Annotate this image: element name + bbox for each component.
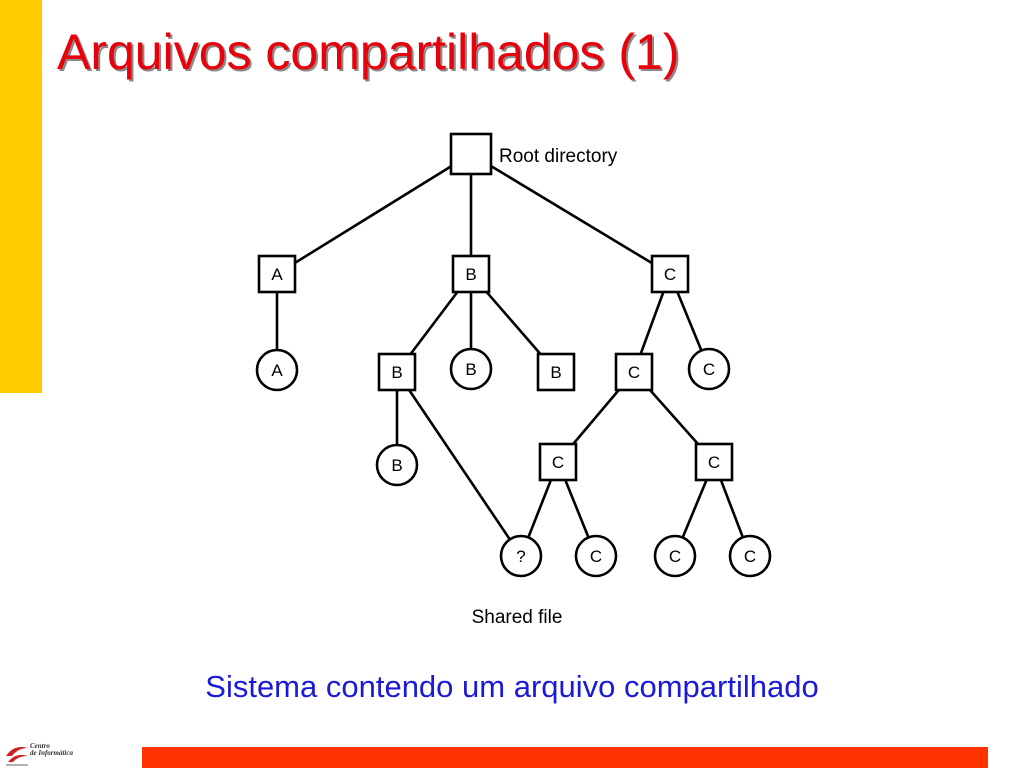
- slide-subtitle: Sistema contendo um arquivo compartilhad…: [205, 669, 819, 704]
- node-label: C: [669, 547, 681, 566]
- node-dirA: A: [257, 254, 297, 294]
- node-label: B: [391, 363, 402, 382]
- node-fileC2: C: [574, 534, 618, 578]
- node-root: [449, 132, 493, 176]
- node-dirC3: C: [538, 442, 578, 482]
- file-circle: [375, 443, 419, 487]
- file-circle: [728, 534, 772, 578]
- node-dirB: B: [451, 254, 491, 294]
- diagram-nodes: A B C A B B B C C B C C? C C C: [255, 132, 772, 578]
- file-circle: [255, 348, 299, 392]
- node-label: C: [703, 360, 715, 379]
- file-circle: [653, 534, 697, 578]
- node-dirC4: C: [694, 442, 734, 482]
- directory-box: [536, 352, 576, 392]
- directory-box: [650, 254, 690, 294]
- edge-root-dirC: [470, 152, 671, 276]
- node-label: C: [552, 453, 564, 472]
- directory-box: [377, 352, 417, 392]
- node-dirC2: C: [614, 352, 654, 392]
- node-label: A: [271, 361, 283, 380]
- root-directory-label: Root directory: [499, 146, 618, 167]
- file-circle: [499, 534, 543, 578]
- node-label: B: [391, 456, 402, 475]
- file-circle: [687, 347, 731, 391]
- node-fileB1: B: [449, 347, 493, 391]
- node-label: B: [465, 265, 476, 284]
- directory-box: [449, 132, 493, 176]
- node-label: C: [590, 547, 602, 566]
- node-dirB3: B: [536, 352, 576, 392]
- file-circle: [574, 534, 618, 578]
- directory-box: [538, 442, 578, 482]
- edge-root-dirA: [276, 152, 472, 276]
- node-label: C: [664, 265, 676, 284]
- node-label: C: [744, 547, 756, 566]
- node-fileC4: C: [728, 534, 772, 578]
- node-dirC: C: [650, 254, 690, 294]
- directory-box: [257, 254, 297, 294]
- node-fileC1: C: [687, 347, 731, 391]
- slide-title: Arquivos compartilhados (1): [57, 24, 680, 80]
- directory-box: [451, 254, 491, 294]
- node-label: B: [465, 360, 476, 379]
- node-fileA: A: [255, 348, 299, 392]
- node-label: C: [708, 453, 720, 472]
- edge-dirB2-shared: [395, 371, 523, 557]
- logo-swoosh-icon: [6, 747, 28, 766]
- directory-box: [614, 352, 654, 392]
- node-label: B: [550, 363, 561, 382]
- shared-file-label: Shared file: [472, 607, 563, 628]
- diagram-edges: [275, 152, 752, 557]
- left-accent-bar: [0, 0, 42, 393]
- node-label: C: [628, 363, 640, 382]
- directory-box: [694, 442, 734, 482]
- node-fileC3: C: [653, 534, 697, 578]
- node-shared: ?: [499, 534, 543, 578]
- centro-informatica-logo: Centro de Informática: [4, 742, 88, 766]
- node-dirB2: B: [377, 352, 417, 392]
- logo-text: Centro de Informática: [30, 742, 73, 757]
- node-fileB2: B: [375, 443, 419, 487]
- bottom-accent-bar: [142, 747, 988, 768]
- file-circle: [449, 347, 493, 391]
- node-label: ?: [516, 547, 525, 566]
- node-label: A: [271, 265, 283, 284]
